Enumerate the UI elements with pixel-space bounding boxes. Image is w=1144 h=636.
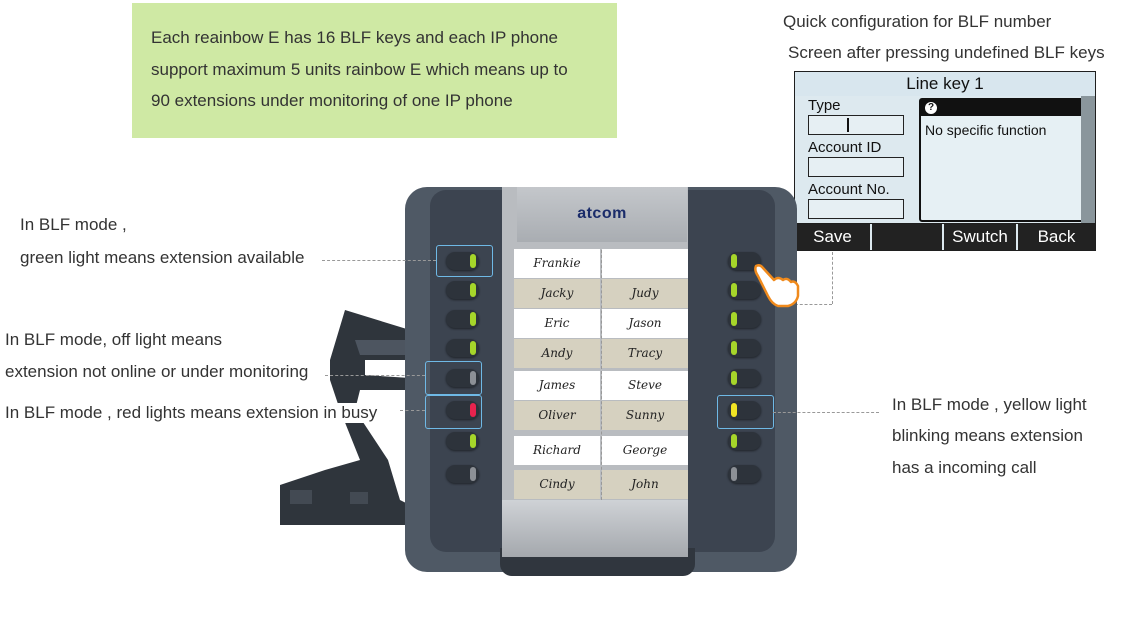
softkey-back[interactable]: Back — [1018, 224, 1095, 250]
led-indicator — [470, 283, 476, 297]
led-indicator — [731, 341, 737, 355]
name-label-right — [602, 249, 688, 278]
blf-key-left[interactable] — [446, 339, 479, 357]
popup-header: ? — [921, 100, 1082, 116]
softkey-blank[interactable] — [872, 224, 942, 250]
highlight-off — [425, 361, 482, 395]
name-label-right: George — [602, 436, 688, 465]
led-indicator — [470, 254, 476, 268]
led-indicator — [731, 403, 737, 417]
led-indicator — [470, 467, 476, 481]
phone-screen: Line key 1 Type Account ID Account No. ?… — [794, 71, 1096, 251]
screen-scrollbar — [1081, 96, 1095, 223]
green-label-1: In BLF mode , — [20, 215, 127, 234]
name-label-left: Frankie — [514, 249, 600, 278]
name-label-right: John — [602, 470, 688, 499]
name-label-left: Cindy — [514, 470, 600, 499]
name-label-right: Judy — [602, 279, 688, 308]
softkey-switch[interactable]: Swutch — [944, 224, 1016, 250]
type-label: Type — [808, 97, 841, 114]
blf-key-right[interactable] — [728, 252, 761, 270]
off-label-2: extension not online or under monitoring — [5, 362, 311, 382]
name-label-left: Andy — [514, 339, 600, 368]
blf-key-right[interactable] — [728, 281, 761, 299]
blf-key-left[interactable] — [446, 310, 479, 328]
name-label-right: Sunny — [602, 401, 688, 430]
account-id-label: Account ID — [808, 139, 882, 156]
yellow-label-2: blinking means extension — [892, 426, 1083, 445]
leader-line — [322, 260, 436, 261]
led-indicator — [731, 283, 737, 297]
account-id-field[interactable] — [808, 157, 904, 177]
blf-key-left[interactable] — [446, 281, 479, 299]
account-no-label: Account No. — [808, 181, 890, 198]
led-indicator — [470, 403, 476, 417]
blf-key-left[interactable] — [446, 369, 479, 387]
off-label-1: In BLF mode, off light means — [5, 330, 223, 349]
brand-strip: atcom — [517, 187, 687, 242]
blf-key-right[interactable] — [728, 369, 761, 387]
name-label-left: Eric — [514, 309, 600, 338]
softkey-separator — [1016, 224, 1018, 250]
popup-text: No specific function — [925, 122, 1047, 138]
softkey-separator — [870, 224, 872, 250]
caption-quick-config: Quick configuration for BLF number — [783, 12, 1052, 31]
name-label-right: Jason — [602, 309, 688, 338]
highlight-red — [425, 395, 482, 429]
caption-screen: Screen after pressing undefined BLF keys — [788, 43, 1105, 62]
connector-line — [832, 252, 833, 304]
led-indicator — [731, 371, 737, 385]
question-icon: ? — [925, 102, 937, 114]
led-indicator — [731, 467, 737, 481]
blf-key-right[interactable] — [728, 432, 761, 450]
leader-line — [325, 375, 425, 376]
highlight-green — [436, 245, 493, 277]
blf-key-right[interactable] — [728, 401, 761, 419]
led-indicator — [731, 312, 737, 326]
function-popup: ? No specific function — [919, 98, 1084, 222]
green-label-2: green light means extension available — [20, 248, 305, 267]
softkey-separator — [942, 224, 944, 250]
led-indicator — [470, 371, 476, 385]
led-indicator — [470, 341, 476, 355]
label-divider — [601, 250, 602, 500]
name-label-left: Oliver — [514, 401, 600, 430]
type-field[interactable] — [808, 115, 904, 135]
info-note: Each reainbow E has 16 BLF keys and each… — [132, 3, 617, 138]
info-note-line: support maximum 5 units rainbow E which … — [151, 60, 568, 79]
screen-body: Type Account ID Account No. ? No specifi… — [795, 96, 1084, 223]
cursor-icon — [847, 118, 849, 132]
yellow-label-1: In BLF mode , yellow light — [892, 395, 1087, 414]
blf-key-left[interactable] — [446, 401, 479, 419]
info-note-line: 90 extensions under monitoring of one IP… — [151, 91, 513, 110]
led-indicator — [731, 434, 737, 448]
blf-key-right[interactable] — [728, 339, 761, 357]
name-label-right: Tracy — [602, 339, 688, 368]
connector-line — [790, 304, 832, 305]
led-indicator — [731, 254, 737, 268]
led-indicator — [470, 312, 476, 326]
screen-title: Line key 1 — [795, 72, 1095, 96]
name-label-right: Steve — [602, 371, 688, 400]
blf-key-left[interactable] — [446, 432, 479, 450]
name-label-left: James — [514, 371, 600, 400]
name-label-left: Jacky — [514, 279, 600, 308]
bottom-strip — [502, 500, 688, 557]
info-note-line: Each reainbow E has 16 BLF keys and each… — [151, 28, 559, 47]
name-label-left: Richard — [514, 436, 600, 465]
account-no-field[interactable] — [808, 199, 904, 219]
blf-key-right[interactable] — [728, 465, 761, 483]
pointing-hand-icon — [754, 264, 800, 308]
softkey-save[interactable]: Save — [795, 224, 870, 250]
blf-key-left[interactable] — [446, 252, 479, 270]
red-label: In BLF mode , red lights means extension… — [5, 403, 380, 423]
highlight-yellow — [717, 395, 774, 429]
leader-line — [773, 412, 879, 413]
blf-key-right[interactable] — [728, 310, 761, 328]
yellow-label-3: has a incoming call — [892, 458, 1037, 477]
leader-line — [400, 410, 425, 411]
led-indicator — [470, 434, 476, 448]
brand-logo: atcom — [577, 205, 627, 222]
blf-key-left[interactable] — [446, 465, 479, 483]
